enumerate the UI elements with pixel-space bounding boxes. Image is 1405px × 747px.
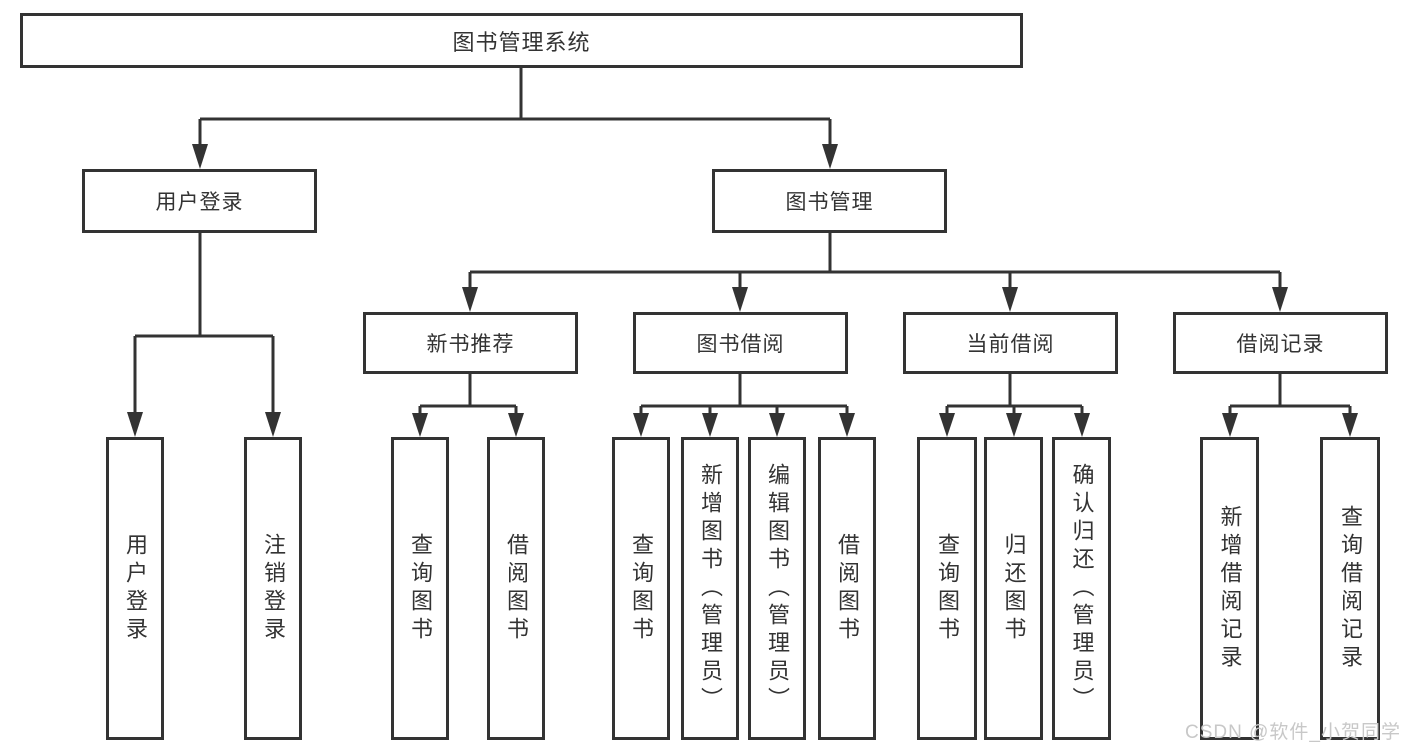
node-book-borrow: 图书借阅: [633, 312, 848, 374]
node-new-book-recommend: 新书推荐: [363, 312, 578, 374]
leaf-query-borrow-record: 查询借阅记录: [1320, 437, 1380, 740]
node-label: 归还图书: [1001, 532, 1027, 645]
node-label: 确认归还（管理员）: [1069, 462, 1095, 715]
leaf-user-login: 用户登录: [106, 437, 164, 740]
leaf-query-books-borrow: 查询图书: [612, 437, 670, 740]
node-label: 注销登录: [261, 532, 286, 645]
node-label: 图书管理: [785, 191, 874, 214]
node-user-login: 用户登录: [82, 169, 317, 233]
leaf-query-books-recommend: 查询图书: [391, 437, 449, 740]
node-label: 图书管理系统: [452, 29, 591, 55]
leaf-borrow-books: 借阅图书: [818, 437, 876, 740]
node-label: 查询图书: [629, 532, 654, 645]
leaf-edit-books-admin: 编辑图书（管理员）: [748, 437, 806, 740]
node-label: 查询图书: [408, 532, 433, 645]
leaf-query-books-current: 查询图书: [917, 437, 977, 740]
node-label: 借阅图书: [835, 532, 860, 645]
node-label: 查询图书: [935, 532, 960, 645]
node-label: 借阅图书: [504, 532, 529, 645]
node-label: 编辑图书（管理员）: [765, 462, 790, 715]
leaf-add-books-admin: 新增图书（管理员）: [681, 437, 739, 740]
csdn-watermark: CSDN @软件_小贺同学: [1185, 722, 1401, 743]
leaf-return-books: 归还图书: [984, 437, 1043, 740]
leaf-confirm-return-admin: 确认归还（管理员）: [1052, 437, 1111, 740]
arrowheads: [127, 144, 1358, 437]
node-label: 新增借阅记录: [1217, 504, 1243, 673]
leaf-logout: 注销登录: [244, 437, 302, 740]
node-label: 借阅记录: [1236, 333, 1325, 356]
node-label: 新增图书（管理员）: [698, 462, 723, 715]
node-label: 新书推荐: [426, 333, 515, 356]
node-label: 查询借阅记录: [1338, 504, 1363, 673]
node-borrow-records: 借阅记录: [1173, 312, 1388, 374]
node-label: 用户登录: [123, 532, 148, 645]
node-label: 图书借阅: [696, 333, 785, 356]
node-current-borrow: 当前借阅: [903, 312, 1118, 374]
leaf-borrow-books-recommend: 借阅图书: [487, 437, 545, 740]
node-book-management: 图书管理: [712, 169, 947, 233]
node-label: 当前借阅: [966, 333, 1055, 356]
node-system-root: 图书管理系统: [20, 13, 1023, 68]
node-label: 用户登录: [155, 191, 244, 214]
leaf-add-borrow-record: 新增借阅记录: [1200, 437, 1259, 740]
